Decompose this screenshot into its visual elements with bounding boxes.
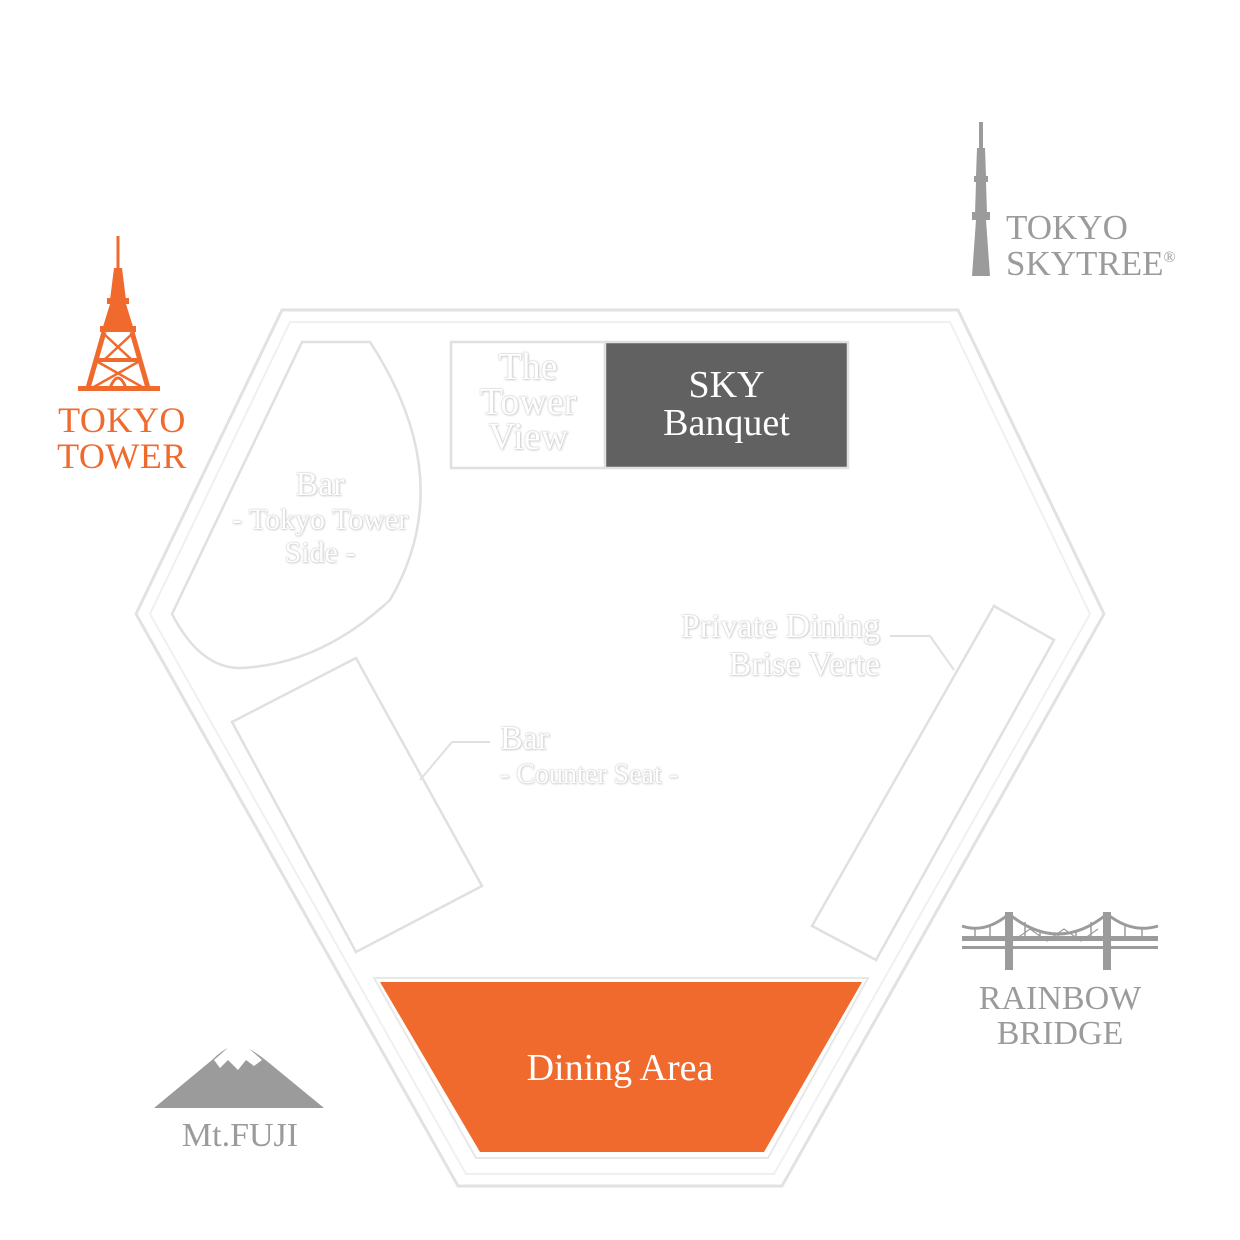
private-dining-line2: Brise Verte xyxy=(728,646,880,684)
mt-fuji-text: Mt.FUJI xyxy=(181,1117,299,1154)
bar-counter-zone xyxy=(230,656,484,954)
bar-tower-side-line2: - Tokyo Tower xyxy=(231,503,409,537)
skytree-line1: TOKYO xyxy=(1006,208,1128,247)
sky-banquet-line2: Banquet xyxy=(663,402,790,444)
bar-counter-line1: Bar xyxy=(500,720,550,757)
private-dining-leader-2 xyxy=(929,635,955,671)
dining-area-text: Dining Area xyxy=(526,1047,714,1089)
floor-outline-inner xyxy=(148,321,1092,1175)
dining-area-zone[interactable] xyxy=(380,982,862,1152)
bar-tower-side-line1: Bar xyxy=(295,466,345,503)
bar-counter-label: Bar - Counter Seat - xyxy=(500,720,678,791)
tower-view-line1: The xyxy=(498,346,558,388)
sky-banquet-label: SKY Banquet xyxy=(605,366,848,442)
bar-counter-line2: - Counter Seat - xyxy=(500,758,679,790)
bar-tower-side-line3: Side - xyxy=(284,536,356,570)
private-dining-label: Private Dining Brise Verte xyxy=(620,608,880,684)
bar-counter-leader xyxy=(419,741,453,781)
bridge-icon xyxy=(961,912,1159,970)
bar-tower-side-zone xyxy=(170,340,422,670)
tower-view-line3: View xyxy=(487,415,569,458)
dining-area-outline xyxy=(372,977,870,1159)
dining-area-label: Dining Area xyxy=(440,1047,800,1089)
rainbow-bridge-line2: BRIDGE xyxy=(996,1014,1124,1052)
mountain-icon xyxy=(154,1046,324,1108)
registered-mark: ® xyxy=(1163,248,1176,266)
skytree-label: TOKYO SKYTREE® xyxy=(1006,210,1176,281)
rainbow-bridge-line1: RAINBOW xyxy=(978,980,1142,1017)
private-dining-zone xyxy=(810,604,1056,962)
private-dining-line1: Private Dining xyxy=(680,608,880,645)
tower-view-label: The Tower View xyxy=(451,346,605,458)
skytree-line2: SKYTREE xyxy=(1006,243,1164,283)
skytree-line2-wrap: SKYTREE® xyxy=(1006,243,1176,283)
mt-fuji-label: Mt.FUJI xyxy=(150,1117,330,1155)
tokyo-tower-line2: TOWER xyxy=(57,436,187,476)
tokyo-tower-line1: TOKYO xyxy=(58,400,186,440)
bar-tower-side-label: Bar - Tokyo Tower Side - xyxy=(218,466,422,569)
tokyo-tower-icon xyxy=(78,236,160,391)
rainbow-bridge-label: RAINBOW BRIDGE xyxy=(958,980,1162,1052)
tower-view-line2: Tower xyxy=(479,380,577,423)
sky-banquet-line1: SKY xyxy=(688,364,765,406)
skytree-icon xyxy=(972,122,990,276)
tokyo-tower-label: TOKYO TOWER xyxy=(42,402,202,474)
sky-banquet-zone[interactable] xyxy=(603,340,850,470)
